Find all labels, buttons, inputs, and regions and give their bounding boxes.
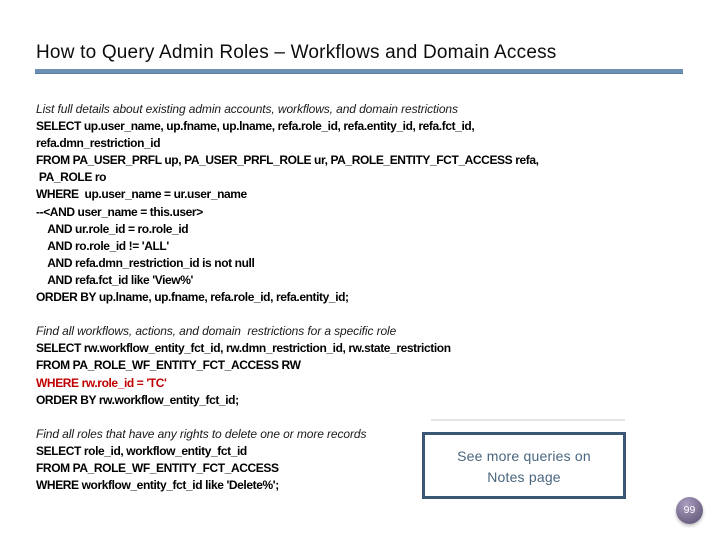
query-description: Find all workflows, actions, and domain … xyxy=(36,324,397,339)
sql-line: FROM PA_ROLE_WF_ENTITY_FCT_ACCESS RW xyxy=(36,358,301,373)
sql-line: AND refa.dmn_restriction_id is not null xyxy=(36,255,255,270)
query-block-3: Find all roles that have any rights to d… xyxy=(36,426,539,494)
sql-line: AND ro.role_id != 'ALL' xyxy=(36,238,169,253)
sql-line: PA_ROLE ro xyxy=(36,170,107,185)
sql-line: ORDER BY up.lname, up.fname, refa.role_i… xyxy=(36,290,349,305)
callout-line-2: Notes page xyxy=(487,469,561,485)
query-description: Find all roles that have any rights to d… xyxy=(36,426,367,441)
callout-shadow-line xyxy=(431,419,625,421)
see-more-callout: See more queries on Notes page xyxy=(422,432,626,499)
sql-line-highlighted: WHERE rw.role_id = 'TC' xyxy=(36,375,167,390)
sql-line: SELECT role_id, workflow_entity_fct_id xyxy=(36,443,247,458)
query-content: List full details about existing admin a… xyxy=(36,101,539,511)
query-description: List full details about existing admin a… xyxy=(36,102,458,116)
sql-line: FROM PA_ROLE_WF_ENTITY_FCT_ACCESS xyxy=(36,460,279,475)
sql-line: refa.dmn_restriction_id xyxy=(36,136,161,151)
slide-title: How to Query Admin Roles – Workflows and… xyxy=(36,42,557,63)
sql-line: --<AND user_name = this.user> xyxy=(36,204,203,219)
query-block-2: Find all workflows, actions, and domain … xyxy=(36,323,539,408)
sql-line: AND refa.fct_id like 'View%' xyxy=(36,272,193,287)
query-block-1: List full details about existing admin a… xyxy=(36,101,539,306)
sql-line: WHERE up.user_name = ur.user_name xyxy=(36,187,247,202)
sql-line: SELECT rw.workflow_entity_fct_id, rw.dmn… xyxy=(36,341,451,356)
sql-line: AND ur.role_id = ro.role_id xyxy=(36,221,189,236)
sql-line: FROM PA_USER_PRFL up, PA_USER_PRFL_ROLE … xyxy=(36,153,539,168)
sql-line: WHERE workflow_entity_fct_id like 'Delet… xyxy=(36,478,279,493)
sql-line: SELECT up.user_name, up.fname, up.lname,… xyxy=(36,119,475,134)
sql-line: ORDER BY rw.workflow_entity_fct_id; xyxy=(36,392,239,407)
page-number-badge: 99 xyxy=(676,497,703,524)
callout-line-1: See more queries on xyxy=(457,448,591,464)
title-underline xyxy=(35,69,683,74)
